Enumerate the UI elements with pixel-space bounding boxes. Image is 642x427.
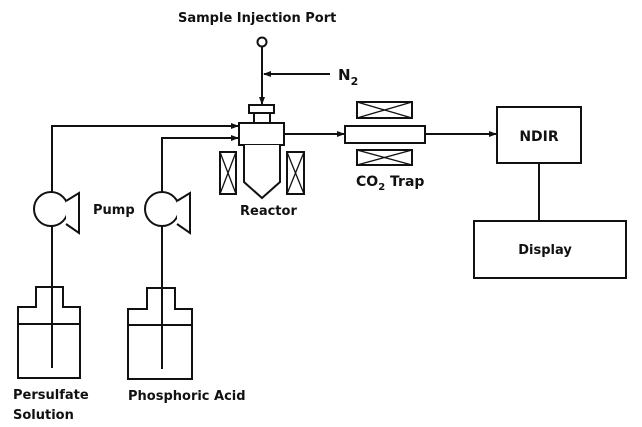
co2-trap: CO2 Trap xyxy=(344,101,426,193)
pump-label: Pump xyxy=(93,203,135,218)
reactor-vessel xyxy=(243,145,281,200)
phosphoric-feed-line xyxy=(161,135,239,192)
svg-text:CO2 Trap: CO2 Trap xyxy=(356,174,424,193)
reactor-label: Reactor xyxy=(240,204,297,219)
display-label: Display xyxy=(518,243,572,258)
persulfate-label-line2: Solution xyxy=(13,408,74,423)
co2-trap-subscript: 2 xyxy=(378,182,385,193)
pump-icon xyxy=(144,191,180,227)
pump-phosphoric xyxy=(144,191,191,235)
svg-text:N2: N2 xyxy=(338,66,358,88)
display-box xyxy=(473,220,627,279)
pump-icon xyxy=(33,191,69,227)
nitrogen-subscript: 2 xyxy=(351,75,359,88)
reactor-heater-left xyxy=(219,151,237,195)
bottle-phosphoric: Phosphoric Acid xyxy=(127,287,246,404)
nitrogen-inlet: N2 xyxy=(263,66,358,88)
reactor-cap xyxy=(248,104,275,114)
bottle-outline xyxy=(17,286,81,379)
reactor-head xyxy=(238,122,285,146)
trap-heater-top xyxy=(356,101,413,119)
phosphoric-acid-label: Phosphoric Acid xyxy=(128,389,246,404)
pump-persulfate xyxy=(33,191,80,235)
bottle-outline xyxy=(127,287,193,380)
persulfate-label-line1: Persulfate xyxy=(13,388,89,403)
persulfate-feed-line xyxy=(51,123,239,192)
trap-heater-bottom xyxy=(356,149,413,166)
co2-trap-label: CO xyxy=(356,174,378,190)
reactor-heater-right xyxy=(286,151,305,195)
bottle-persulfate: Persulfate Solution xyxy=(13,286,89,423)
ndir-detector: NDIR xyxy=(496,106,582,164)
reactor-neck xyxy=(253,112,271,124)
ndir-label: NDIR xyxy=(519,129,559,145)
reactor: Reactor xyxy=(219,104,305,219)
sample-injection-port: Sample Injection Port xyxy=(178,11,336,105)
injection-port-icon xyxy=(256,36,268,48)
ndir-box xyxy=(496,106,582,164)
nitrogen-label: N xyxy=(338,66,351,84)
display: Display xyxy=(473,220,627,279)
trap-tube xyxy=(344,125,426,144)
co2-trap-suffix: Trap xyxy=(385,174,424,190)
sample-injection-port-label: Sample Injection Port xyxy=(178,11,336,26)
